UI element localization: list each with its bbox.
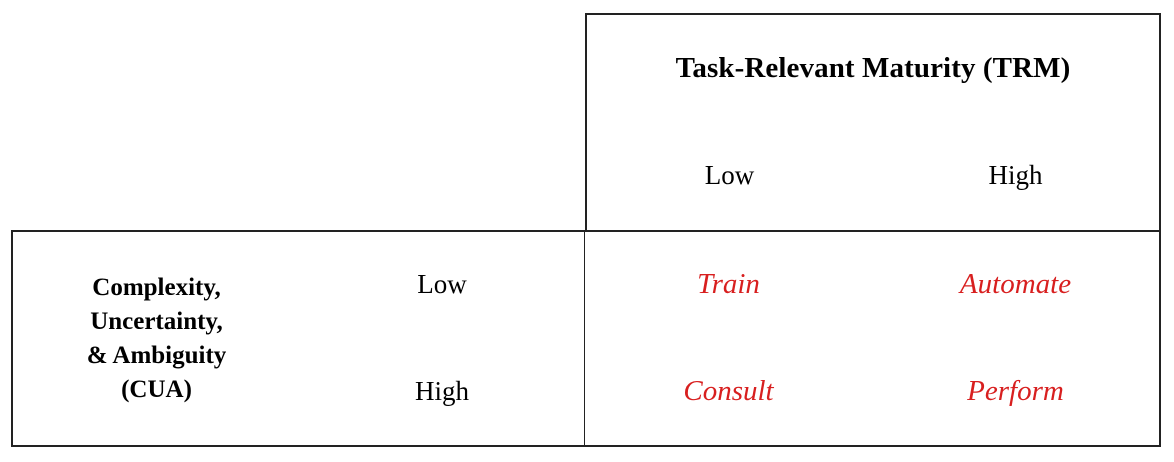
- quadrant-low-cua-low-trm: Train: [585, 230, 874, 339]
- row-axis-title-line-1: Complexity,: [92, 273, 221, 301]
- row-axis-title-line-2: Uncertainty,: [90, 307, 223, 335]
- row-axis-title-line-3: & Ambiguity: [86, 341, 227, 369]
- row-axis-title: Complexity, Uncertainty, & Ambiguity (CU…: [11, 230, 302, 447]
- quadrant-high-cua-high-trm: Perform: [872, 337, 1161, 447]
- quadrant-low-cua-high-trm: Automate: [872, 230, 1161, 339]
- row-header-cua-low: Low: [300, 230, 586, 339]
- column-axis-title: Task-Relevant Maturity (TRM): [585, 13, 1161, 123]
- column-header-trm-high: High: [872, 121, 1161, 232]
- row-axis-title-line-4: (CUA): [121, 375, 192, 403]
- quadrant-high-cua-low-trm: Consult: [585, 337, 874, 447]
- column-header-trm-low: Low: [585, 121, 874, 232]
- row-header-cua-high: High: [300, 337, 586, 447]
